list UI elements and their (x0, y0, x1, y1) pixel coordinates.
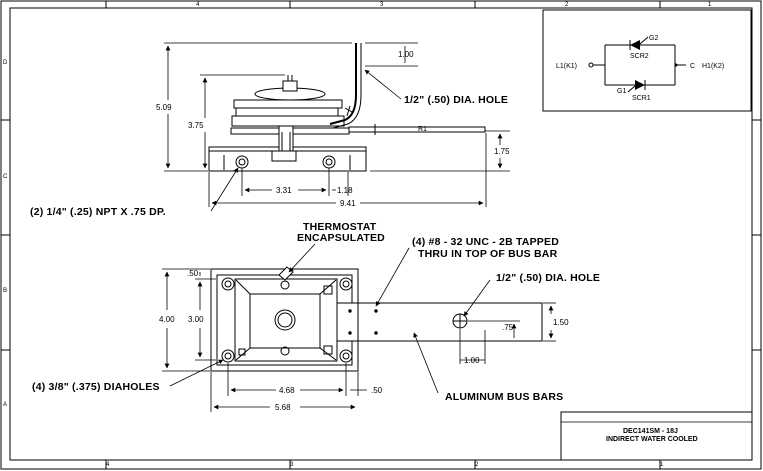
side-bus-bar (348, 126, 486, 133)
dim-1-75: 1.75 (494, 147, 510, 156)
scr1-label: SCR1 (632, 95, 651, 102)
zone-bottom-1: 1 (660, 462, 664, 468)
zone-top-4: 4 (196, 2, 200, 8)
zone-top-3: 3 (380, 2, 384, 8)
top-view (210, 266, 543, 372)
tapped-label-line2: THRU IN TOP OF BUS BAR (418, 248, 558, 260)
dim-1-18: 1.18 (337, 186, 353, 195)
top-view-dimensions (162, 243, 556, 412)
zone-bottom-4: 4 (106, 462, 110, 468)
terminal-l1-label: L1(K1) (556, 63, 577, 70)
dim-3-00: 3.00 (188, 315, 204, 324)
side-view (208, 43, 486, 172)
title-block: DEC141SM - 18J INDIRECT WATER COOLED (560, 411, 753, 461)
side-view-dimensions (164, 42, 510, 212)
dim-050-right: .50 (371, 386, 383, 395)
thermostat-label-line1: THERMOSTAT (303, 221, 377, 233)
zone-left-a: A (3, 402, 7, 408)
bus-bars-label: ALUMINUM BUS BARS (445, 391, 563, 403)
top-hole-label: 1/2" (.50) DIA. HOLE (496, 272, 600, 284)
part-description: INDIRECT WATER COOLED (606, 436, 698, 443)
tapped-label-line1: (4) #8 - 32 UNC - 2B TAPPED (412, 236, 559, 248)
zone-left-b: B (3, 288, 7, 294)
dim-050-top: .50 (187, 269, 199, 278)
zone-bottom-3: 3 (290, 462, 294, 468)
dim-1-00-hole: 1.00 (464, 356, 480, 365)
scr2-symbol (630, 40, 640, 50)
zone-left-c: C (3, 174, 8, 180)
zone-top-2: 2 (565, 2, 569, 8)
gate-g2-label: G2 (649, 35, 658, 42)
scr-schematic: L1(K1) G2 SCR2 G1 SCR1 C H1(K2) (542, 9, 752, 112)
dim-075: .75 (502, 323, 514, 332)
node-c-label: C (690, 63, 695, 70)
zone-top-1: 1 (708, 2, 712, 8)
dim-1-00-stud: 1.00 (398, 50, 414, 59)
dia-holes-label: (4) 3/8" (.375) DIAHOLES (32, 381, 160, 393)
terminal-h1-label: H1(K2) (702, 63, 724, 70)
dim-5-68: 5.68 (275, 403, 291, 412)
dim-9-41: 9.41 (340, 199, 356, 208)
dim-3-75: 3.75 (188, 121, 204, 130)
scr2-label: SCR2 (630, 53, 649, 60)
side-hole-label: 1/2" (.50) DIA. HOLE (404, 94, 508, 106)
dim-4-00: 4.00 (159, 315, 175, 324)
npt-label: (2) 1/4" (.25) NPT X .75 DP. (30, 206, 166, 218)
dim-3-31: 3.31 (276, 186, 292, 195)
gate-g1-label: G1 (617, 88, 626, 95)
border-zone-labels: 4 3 2 1 4 3 2 1 D C B A (3, 2, 712, 468)
zone-left-d: D (3, 60, 8, 66)
dim-1-50: 1.50 (553, 318, 569, 327)
bus-bar-marker: R1 (418, 126, 427, 133)
part-number: DEC141SM - 18J (623, 428, 678, 435)
top-view-bus-bar (336, 302, 543, 342)
top-view-module (249, 293, 321, 349)
zone-bottom-2: 2 (475, 462, 479, 468)
scr1-symbol (635, 80, 645, 90)
thermostat-label-line2: ENCAPSULATED (297, 232, 385, 244)
dim-4-68: 4.68 (279, 386, 295, 395)
dim-5-09: 5.09 (156, 103, 172, 112)
